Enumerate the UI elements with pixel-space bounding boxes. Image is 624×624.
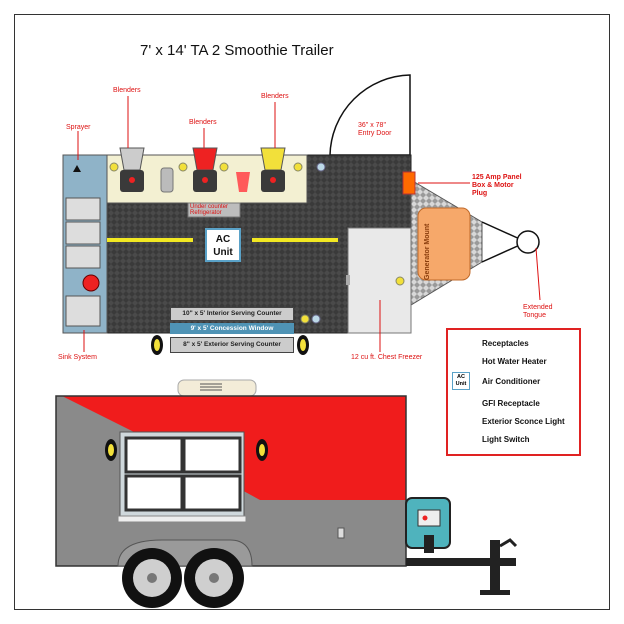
jack-crank xyxy=(499,538,518,548)
air-conditioner-icon: AC Unit xyxy=(452,372,470,390)
legend-row-gfi-receptacle: GFI Receptacle xyxy=(474,395,540,411)
window-pane-3 xyxy=(124,474,184,512)
panel-label: 125 Amp Panel Box & Motor Plug xyxy=(472,174,522,198)
cup xyxy=(236,172,250,192)
generator-stand xyxy=(424,535,434,553)
diagram-frame xyxy=(14,14,610,610)
sprayer-icon xyxy=(73,165,81,172)
ac-unit-line2: Unit xyxy=(213,247,233,258)
concession-window-strip: 9' x 5' Concession Window xyxy=(170,323,294,334)
blender-2 xyxy=(192,147,218,192)
window-pane-2 xyxy=(182,436,242,474)
roof-ac-unit xyxy=(177,379,257,397)
light-strip-right xyxy=(252,238,338,242)
exterior-outlet xyxy=(337,527,345,539)
legend-label: Receptacles xyxy=(482,338,529,348)
receptacle-icon xyxy=(109,162,119,172)
chest-freezer-label: 12 cu ft. Chest Freezer xyxy=(351,354,423,361)
legend-row-receptacles: Receptacles xyxy=(474,335,529,351)
sink-basin-1 xyxy=(65,197,101,221)
sink-basin-2 xyxy=(65,221,101,245)
receptacle-icon xyxy=(395,276,405,286)
diagram-title: 7' x 14' TA 2 Smoothie Trailer xyxy=(140,42,334,59)
exterior-serving-counter: 8" x 5' Exterior Serving Counter xyxy=(170,337,294,353)
tongue-jack xyxy=(490,540,500,592)
sprayer-label: Sprayer xyxy=(66,124,91,131)
generator-mount-label: Generator Mount xyxy=(424,223,431,280)
generator-switch xyxy=(422,515,428,521)
jack-foot xyxy=(480,590,510,595)
receptacle-icon xyxy=(178,162,188,172)
legend: Receptacles Hot Water Heater AC Unit Air… xyxy=(446,328,581,456)
entry-door-label: 36" x 78" Entry Door xyxy=(358,122,392,138)
legend-label: Air Conditioner xyxy=(482,376,541,386)
ac-unit: AC Unit xyxy=(205,228,241,262)
legend-row-hot-water-heater: Hot Water Heater xyxy=(474,353,547,369)
legend-row-exterior-sconce: Exterior Sconce Light xyxy=(474,413,565,429)
roof-ac-vent xyxy=(200,383,222,391)
exterior-sconce-light-icon xyxy=(256,439,268,461)
window-pane-4 xyxy=(182,474,242,512)
exterior-sconce-light-icon xyxy=(297,335,309,355)
legend-row-air-conditioner: Air Conditioner xyxy=(474,373,540,389)
window-shelf xyxy=(117,515,247,523)
blenders-label-2: Blenders xyxy=(189,119,217,126)
blender-1 xyxy=(119,147,145,192)
under-counter-label: Under counter Refrigerator xyxy=(190,204,229,216)
freezer-handle xyxy=(346,275,350,285)
bottle xyxy=(160,167,174,193)
light-switch-icon xyxy=(311,314,321,324)
exterior-sconce-light-icon xyxy=(105,439,117,461)
generator-panel xyxy=(417,509,441,527)
tongue-bar xyxy=(406,558,516,566)
receptacle-icon xyxy=(219,162,229,172)
window-pane-1 xyxy=(124,436,184,474)
extended-tongue-label: Extended Tongue xyxy=(523,304,553,320)
light-switch-icon xyxy=(316,162,326,172)
generator-mount xyxy=(417,207,471,281)
blender-3 xyxy=(260,147,286,192)
receptacle-icon xyxy=(293,162,303,172)
legend-label: GFI Receptacle xyxy=(482,398,540,408)
hitch-coupler xyxy=(516,230,540,254)
wheel-icon xyxy=(122,548,182,608)
sink-system-label: Sink System xyxy=(58,354,97,361)
legend-label: Hot Water Heater xyxy=(482,356,547,366)
tongue-rail-bottom xyxy=(481,243,523,263)
sink-basin-3 xyxy=(65,245,101,269)
legend-row-light-switch: Light Switch xyxy=(474,431,530,447)
light-strip-left xyxy=(107,238,193,242)
legend-label: Exterior Sconce Light xyxy=(482,416,565,426)
entry-door-swing xyxy=(329,74,411,156)
under-counter-refrigerator xyxy=(187,202,241,218)
hand-sink xyxy=(65,295,101,327)
panel-box-icon xyxy=(402,171,416,195)
hot-water-heater-icon xyxy=(82,274,100,292)
tongue-leader xyxy=(535,247,541,301)
legend-label: Light Switch xyxy=(482,434,530,444)
ac-unit-line1: AC xyxy=(215,234,231,245)
wheel-icon xyxy=(184,548,244,608)
tongue-rail-top xyxy=(481,221,523,241)
blenders-label-3: Blenders xyxy=(261,93,289,100)
exterior-sconce-light-icon xyxy=(151,335,163,355)
interior-serving-counter: 10" x 5' Interior Serving Counter xyxy=(170,307,294,321)
blenders-label-1: Blenders xyxy=(113,87,141,94)
receptacle-icon xyxy=(300,314,310,324)
